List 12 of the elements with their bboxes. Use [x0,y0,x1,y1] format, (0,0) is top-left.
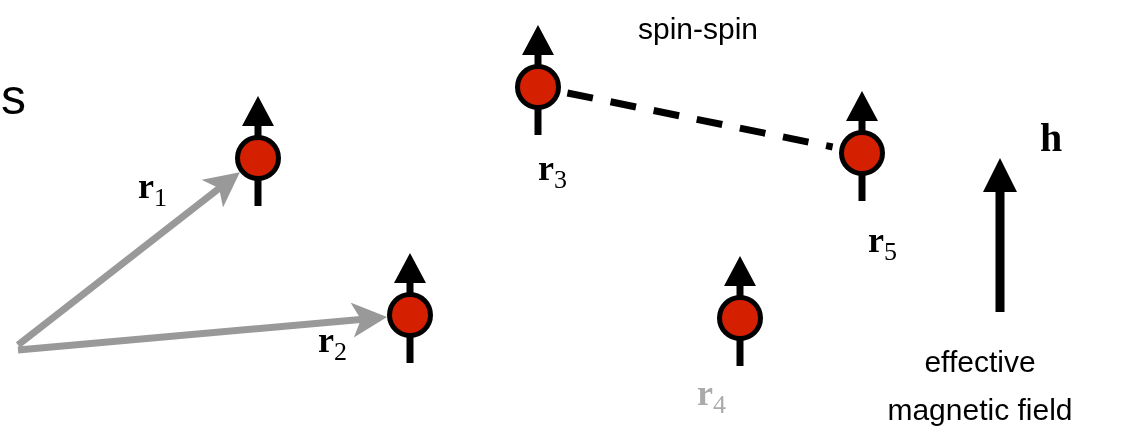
cropped-text: s [1,72,26,122]
interaction-line [566,89,834,151]
spin-particle [235,135,281,181]
position-vector-arrow [15,172,240,348]
position-label: r$_{4}$ [697,375,726,418]
position-label: r$_{2}$ [318,322,347,365]
field-caption: effective magnetic field [886,344,1074,428]
position-label: r$_{5}$ [868,222,897,265]
field-symbol: h [1040,118,1063,158]
position-label: r$_{3}$ [538,150,567,193]
position-label: r$_{1}$ [138,168,167,211]
position-vector-arrow [17,302,388,354]
